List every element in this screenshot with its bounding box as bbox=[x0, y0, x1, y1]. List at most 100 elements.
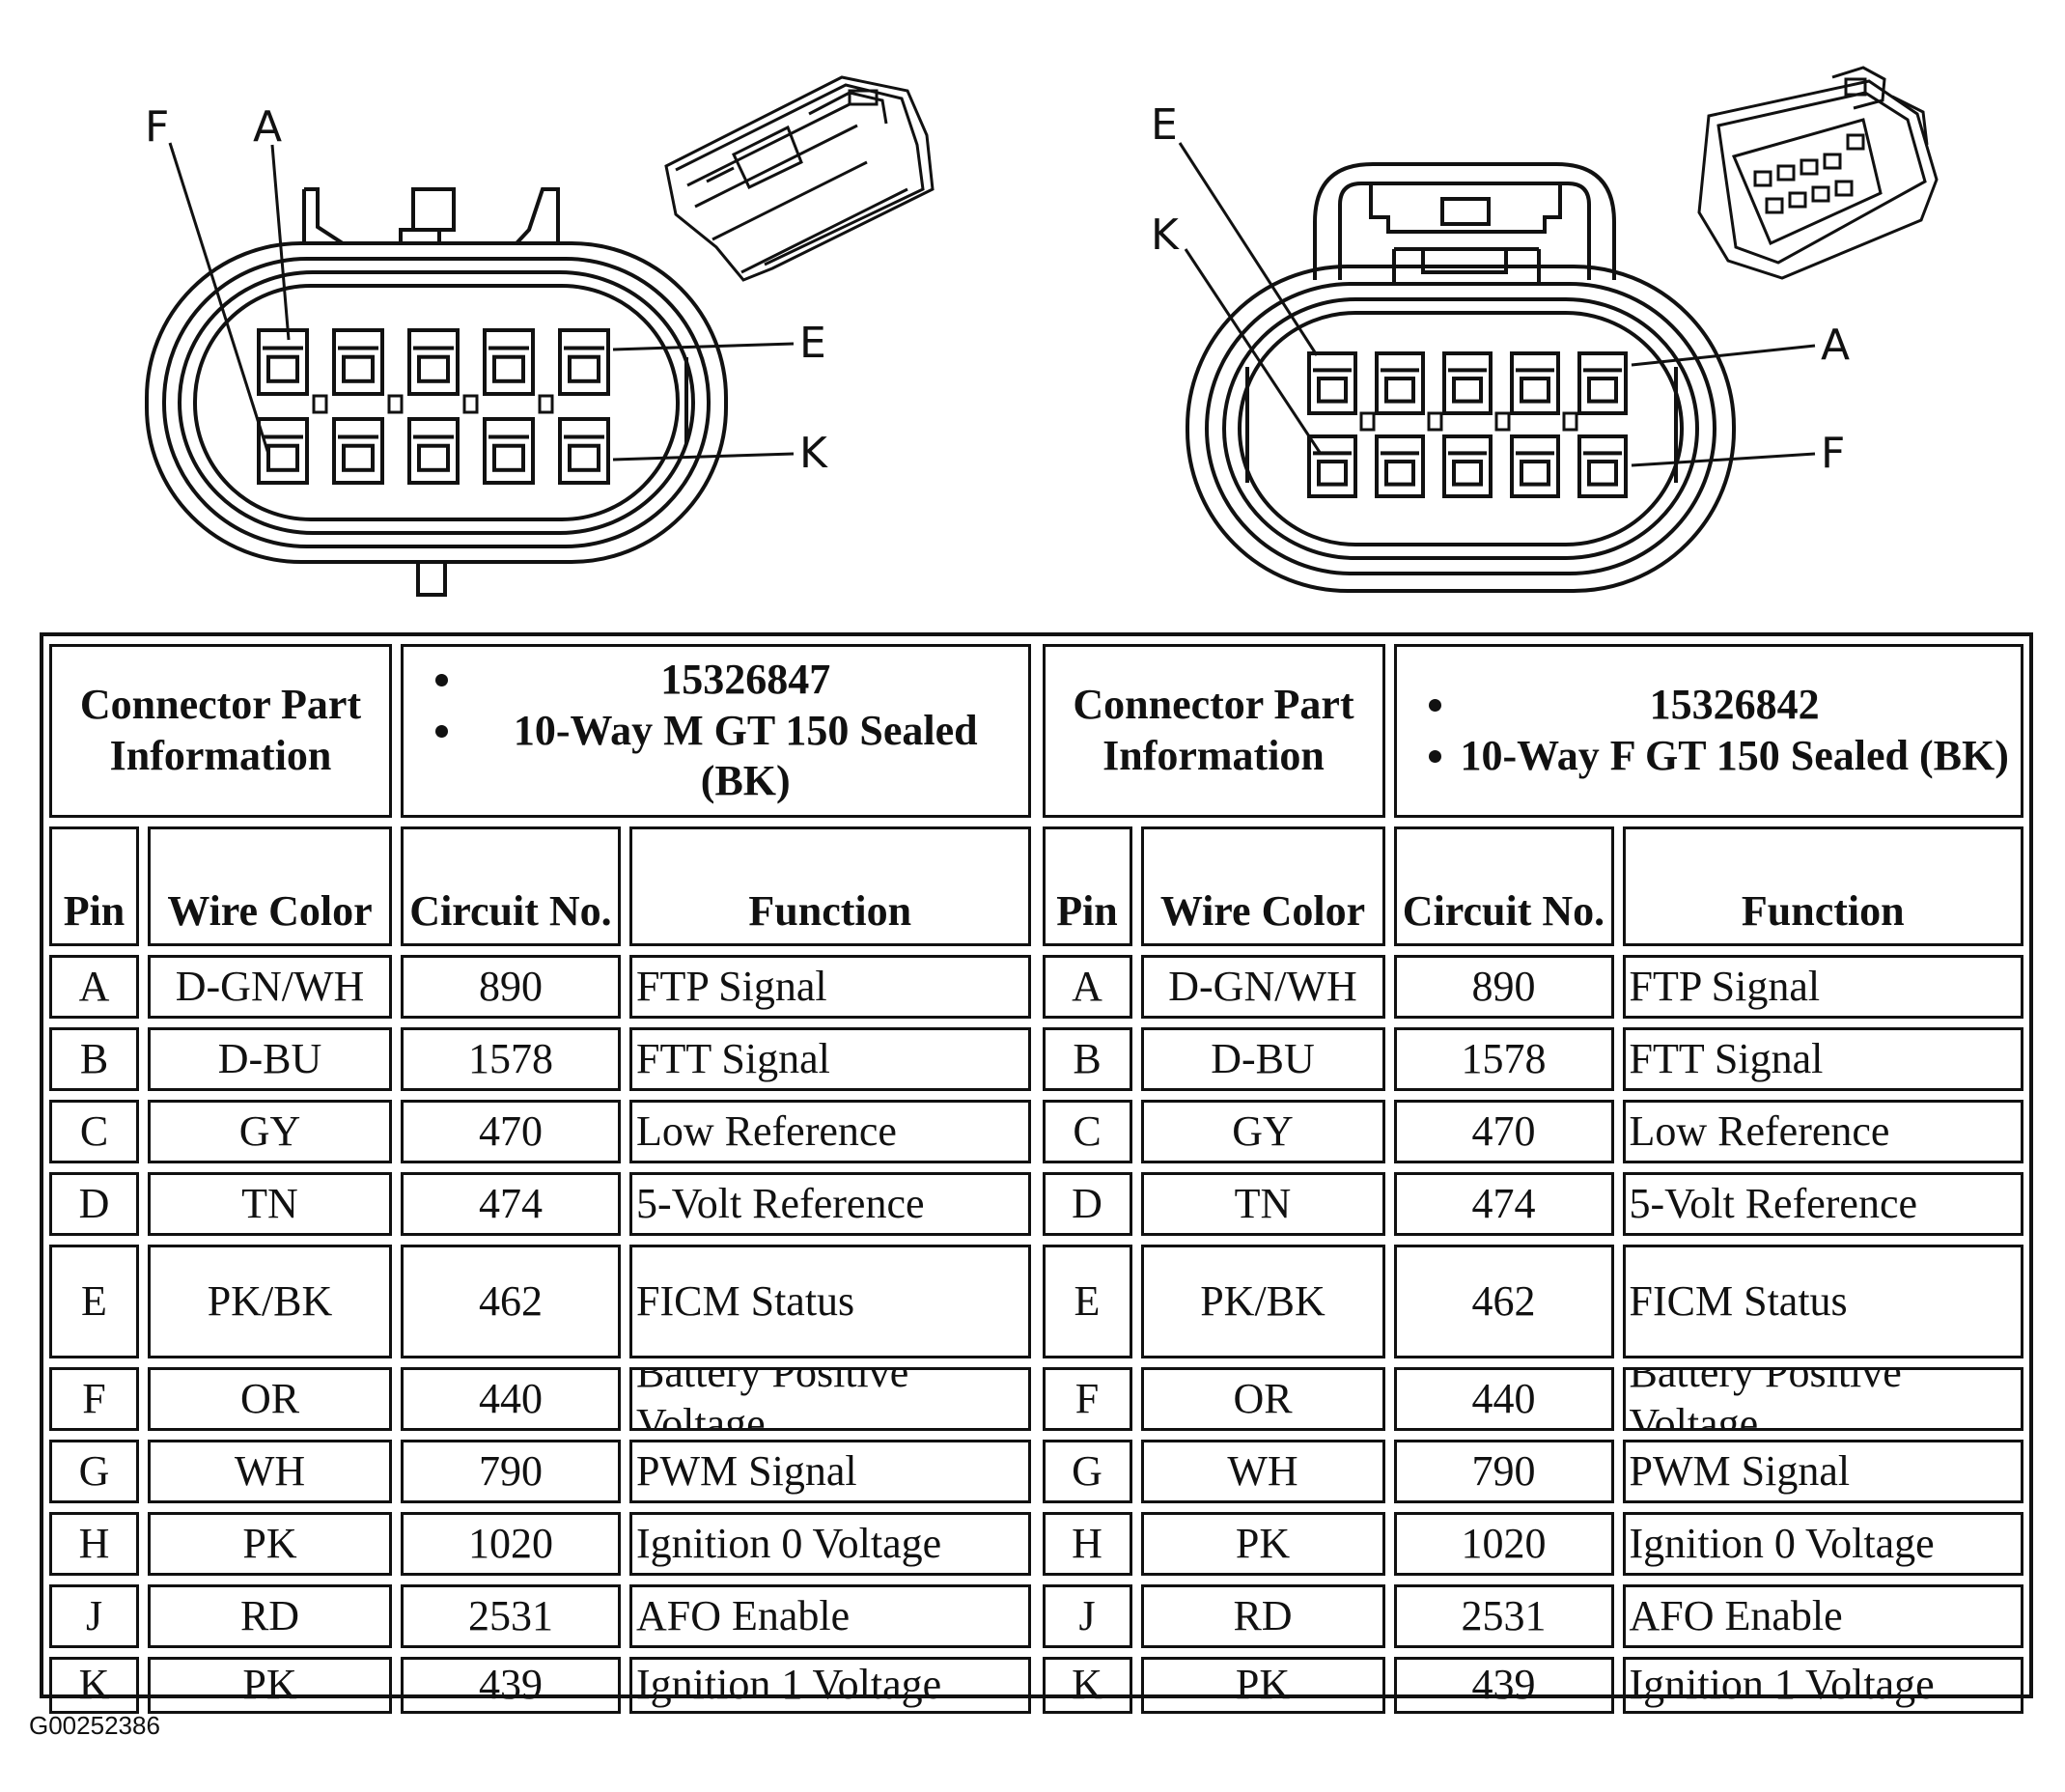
left-row-color: WH bbox=[148, 1440, 392, 1503]
pin-cavity bbox=[483, 328, 535, 396]
pin-cavity bbox=[1375, 351, 1425, 415]
left-row-color: PK/BK bbox=[148, 1245, 392, 1358]
right-row-circuit: 790 bbox=[1393, 1440, 1614, 1503]
right-pin-label-e: E bbox=[1151, 100, 1178, 150]
right-row-color: RD bbox=[1140, 1584, 1385, 1648]
left-row-pin: H bbox=[49, 1512, 139, 1576]
key-notch bbox=[1494, 411, 1511, 432]
left-row-circuit: 462 bbox=[401, 1245, 621, 1358]
pin-cavity bbox=[1375, 434, 1425, 498]
left-row-function: FICM Status bbox=[629, 1245, 1031, 1358]
right-row-function: Ignition 1 Voltage bbox=[1622, 1657, 2023, 1714]
right-row-color: GY bbox=[1140, 1100, 1385, 1163]
left-row-pin: A bbox=[49, 955, 139, 1019]
left-row-pin: C bbox=[49, 1100, 139, 1163]
right-row-color: PK bbox=[1140, 1512, 1385, 1576]
right-pin-label-k: K bbox=[1151, 210, 1180, 260]
left-row-color: D-GN/WH bbox=[148, 955, 392, 1019]
right-row-circuit: 462 bbox=[1393, 1245, 1614, 1358]
left-row-function: 5-Volt Reference bbox=[629, 1172, 1031, 1236]
right-row-circuit: 440 bbox=[1393, 1367, 1614, 1431]
left-row-pin: J bbox=[49, 1584, 139, 1648]
right-row-pin: J bbox=[1042, 1584, 1132, 1648]
right-row-circuit: 470 bbox=[1393, 1100, 1614, 1163]
pin-cavity bbox=[407, 328, 460, 396]
left-row-pin: E bbox=[49, 1245, 139, 1358]
right-row-color: PK/BK bbox=[1140, 1245, 1385, 1358]
left-row-color: TN bbox=[148, 1172, 392, 1236]
pin-cavity bbox=[332, 328, 384, 396]
left-info-label: Connector Part Information bbox=[49, 644, 392, 818]
right-row-pin: A bbox=[1042, 955, 1132, 1019]
right-row-color: D-BU bbox=[1140, 1027, 1385, 1091]
right-connector-pins bbox=[1307, 351, 1628, 498]
left-row-color: RD bbox=[148, 1584, 392, 1648]
key-notch bbox=[312, 394, 328, 414]
left-row-function: Ignition 1 Voltage bbox=[629, 1657, 1031, 1714]
left-row-circuit: 1020 bbox=[401, 1512, 621, 1576]
left-info-value: 15326847 10-Way M GT 150 Sealed (BK) bbox=[401, 644, 1031, 818]
left-row-function: Ignition 0 Voltage bbox=[629, 1512, 1031, 1576]
connector-pinout-table: Connector Part Information 15326847 10-W… bbox=[40, 632, 2033, 1714]
left-connector-leaders bbox=[168, 142, 795, 462]
right-connector-leaders bbox=[1178, 142, 1816, 467]
right-header-circuit: Circuit No. bbox=[1393, 826, 1614, 946]
left-row-circuit: 1578 bbox=[401, 1027, 621, 1091]
left-row-circuit: 790 bbox=[401, 1440, 621, 1503]
left-pin-label-f: F bbox=[145, 102, 169, 152]
right-row-circuit: 1020 bbox=[1393, 1512, 1614, 1576]
key-notch bbox=[1427, 411, 1443, 432]
left-connector-perspective bbox=[664, 75, 935, 282]
key-notch bbox=[462, 394, 479, 414]
left-row-circuit: 890 bbox=[401, 955, 621, 1019]
left-pin-label-a: A bbox=[253, 102, 282, 152]
left-header-wire-color: Wire Color bbox=[148, 826, 392, 946]
right-row-pin: D bbox=[1042, 1172, 1132, 1236]
left-row-color: GY bbox=[148, 1100, 392, 1163]
left-row-pin: F bbox=[49, 1367, 139, 1431]
right-row-circuit: 474 bbox=[1393, 1172, 1614, 1236]
right-pin-label-f: F bbox=[1821, 429, 1845, 478]
right-row-pin: H bbox=[1042, 1512, 1132, 1576]
left-row-function: FTP Signal bbox=[629, 955, 1031, 1019]
left-row-pin: D bbox=[49, 1172, 139, 1236]
right-row-color: D-GN/WH bbox=[1140, 955, 1385, 1019]
right-row-pin: K bbox=[1042, 1657, 1132, 1714]
left-row-circuit: 470 bbox=[401, 1100, 621, 1163]
key-notch bbox=[1562, 411, 1578, 432]
right-connector-perspective bbox=[1697, 66, 1939, 280]
left-pinout-table: Connector Part Information 15326847 10-W… bbox=[49, 644, 1031, 1714]
key-notch bbox=[1359, 411, 1376, 432]
pin-cavity bbox=[1307, 351, 1357, 415]
right-pinout-table: Connector Part Information 15326842 10-W… bbox=[1042, 644, 2023, 1714]
right-row-function: 5-Volt Reference bbox=[1622, 1172, 2023, 1236]
left-row-function: PWM Signal bbox=[629, 1440, 1031, 1503]
left-row-color: PK bbox=[148, 1657, 392, 1714]
left-row-pin: B bbox=[49, 1027, 139, 1091]
left-row-pin: K bbox=[49, 1657, 139, 1714]
pin-cavity bbox=[407, 417, 460, 485]
right-row-circuit: 2531 bbox=[1393, 1584, 1614, 1648]
right-row-pin: C bbox=[1042, 1100, 1132, 1163]
right-row-circuit: 439 bbox=[1393, 1657, 1614, 1714]
left-part-description: 10-Way M GT 150 Sealed (BK) bbox=[467, 706, 1024, 808]
key-notch bbox=[538, 394, 554, 414]
left-connector-face bbox=[145, 187, 728, 597]
right-row-pin: F bbox=[1042, 1367, 1132, 1431]
pin-cavity bbox=[257, 417, 309, 485]
left-row-function: Battery Positive Voltage bbox=[629, 1367, 1031, 1431]
left-row-circuit: 2531 bbox=[401, 1584, 621, 1648]
pin-cavity bbox=[483, 417, 535, 485]
left-row-circuit: 474 bbox=[401, 1172, 621, 1236]
right-row-function: FTT Signal bbox=[1622, 1027, 2023, 1091]
left-header-circuit: Circuit No. bbox=[401, 826, 621, 946]
right-part-number: 15326842 bbox=[1461, 680, 2009, 731]
pin-cavity bbox=[558, 328, 610, 396]
pin-cavity bbox=[1442, 351, 1493, 415]
left-row-pin: G bbox=[49, 1440, 139, 1503]
connector-diagrams: F A E K bbox=[145, 66, 1939, 597]
pin-cavity bbox=[1577, 434, 1628, 498]
right-info-label: Connector Part Information bbox=[1042, 644, 1385, 818]
key-notch bbox=[387, 394, 404, 414]
